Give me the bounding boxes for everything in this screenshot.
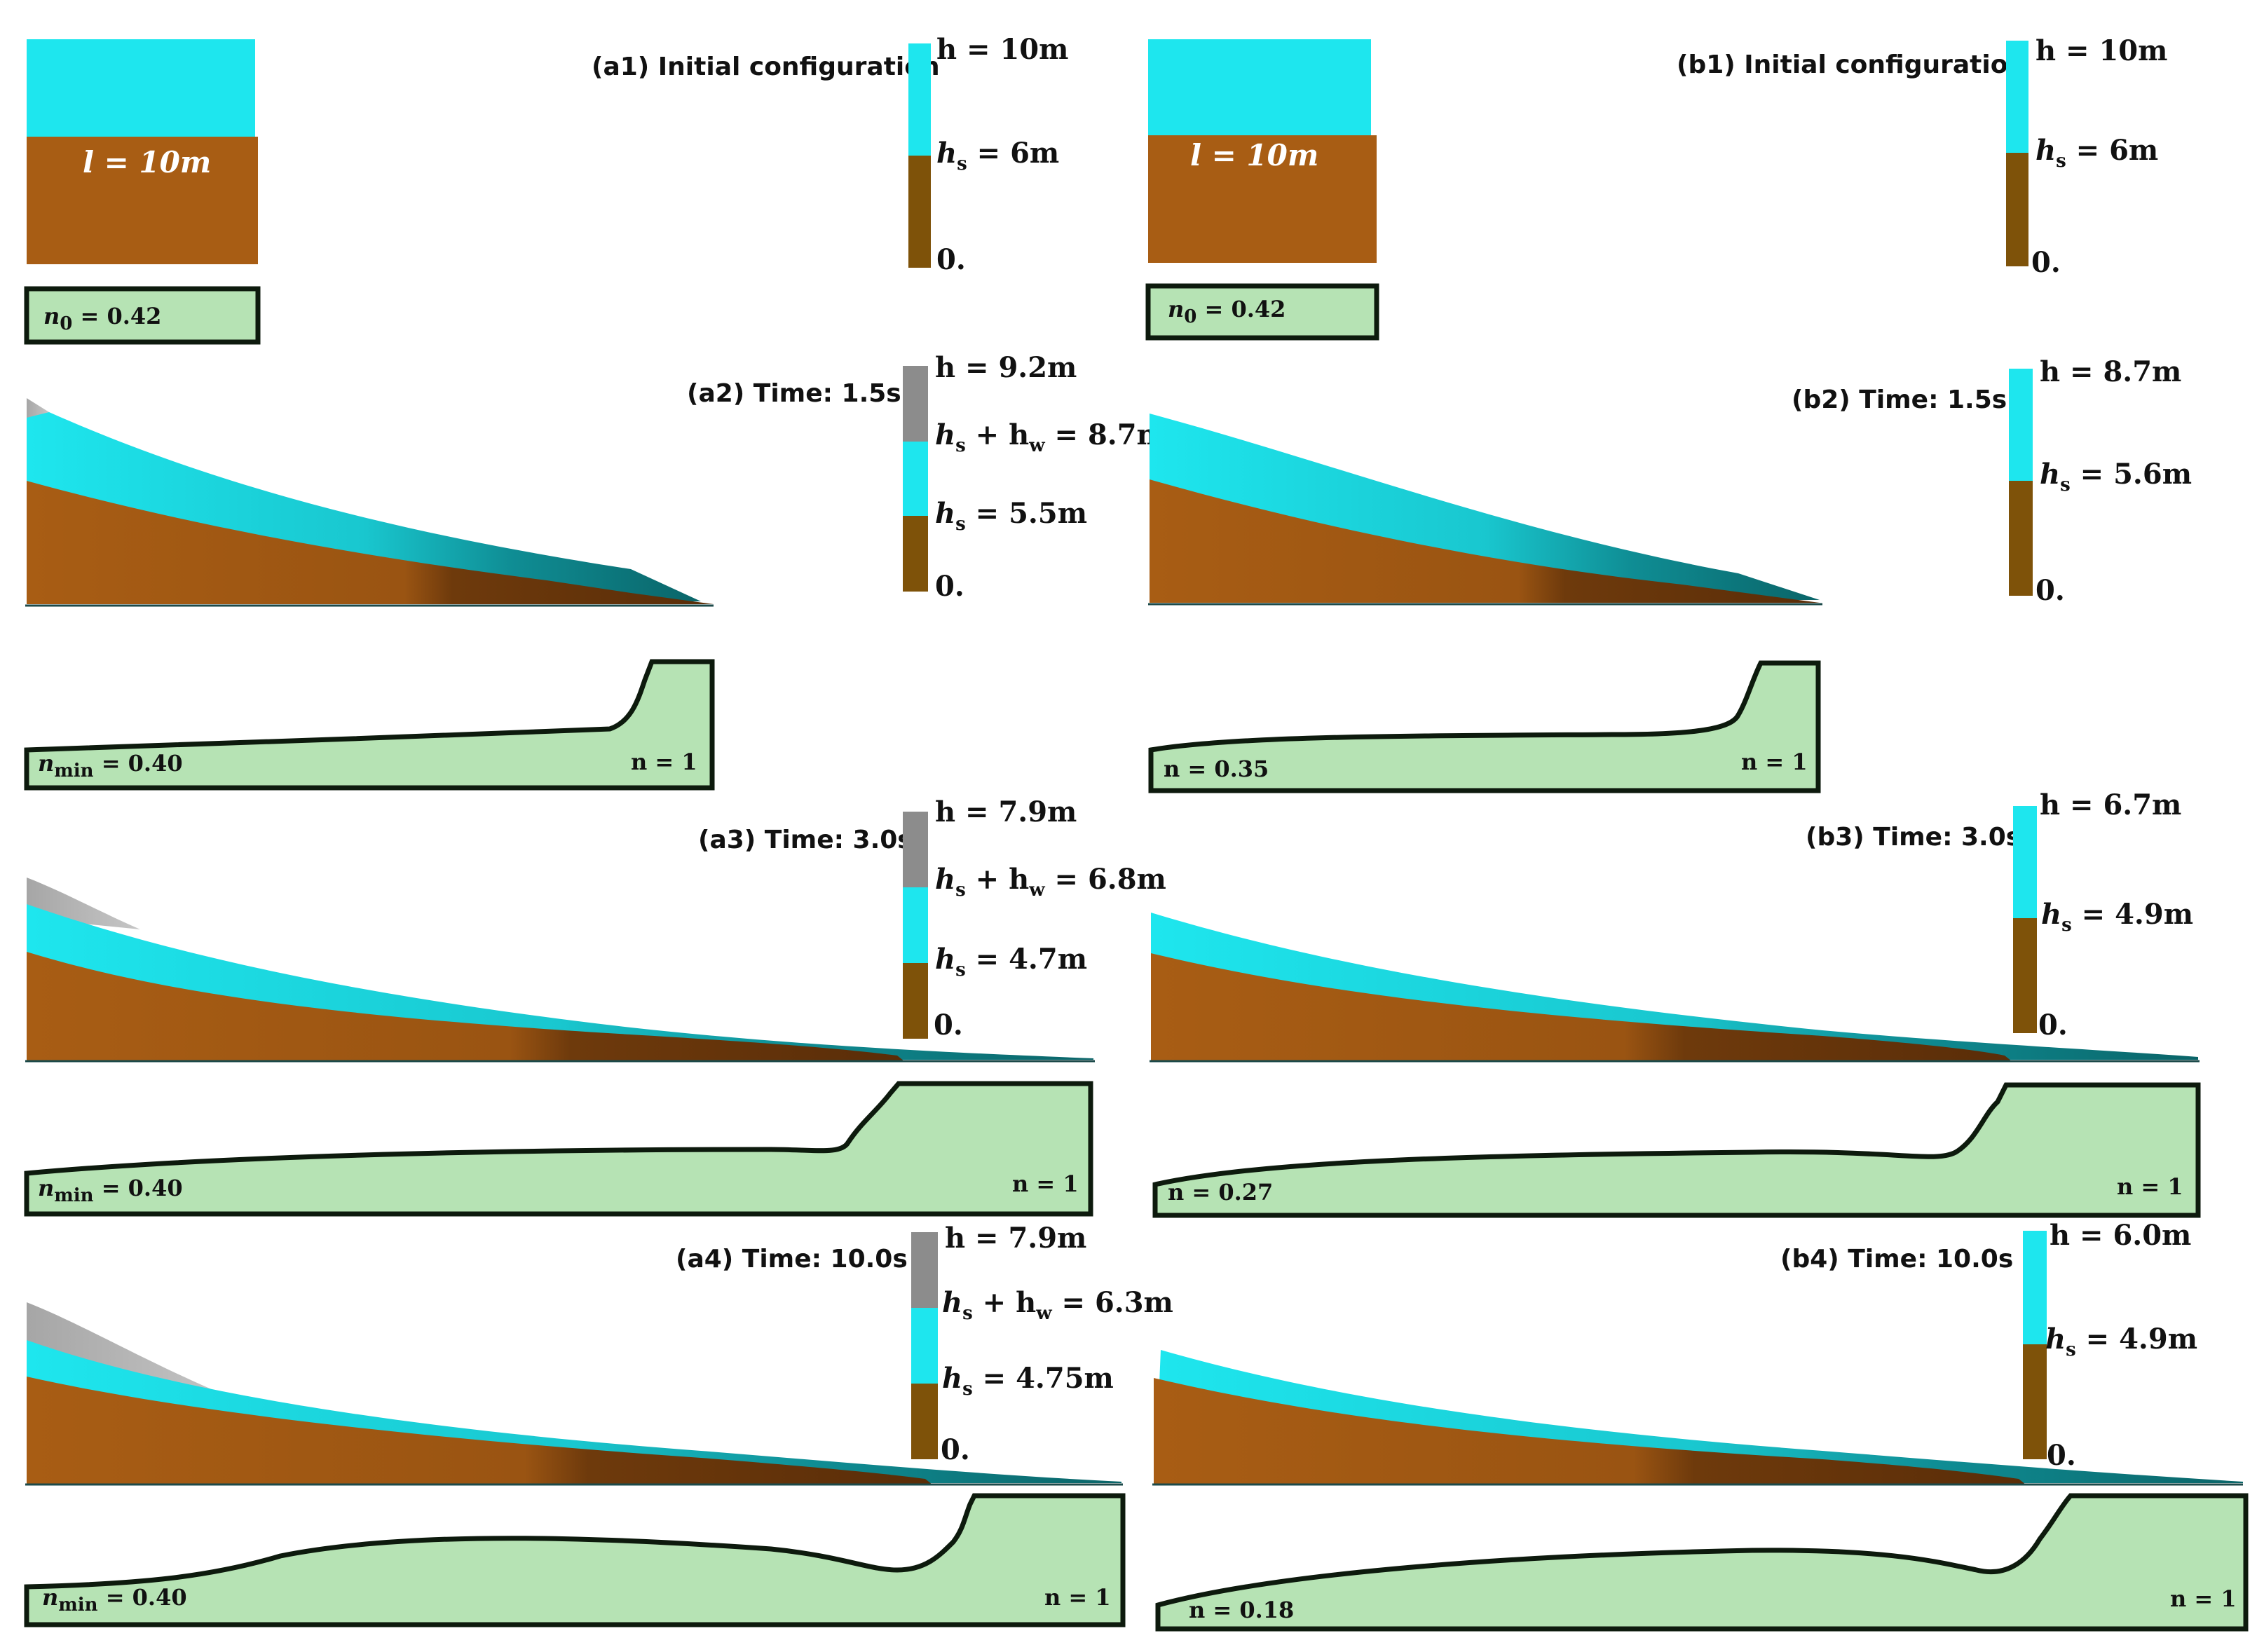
a3-porosity-profile	[24, 1081, 1093, 1217]
a4-gray-layer	[27, 1302, 238, 1400]
a2-porosity-profile	[24, 659, 715, 791]
b2-colorbar: h = 8.7m hs = 5.6m 0.	[2009, 355, 2192, 607]
svg-text:hs = 4.9m: hs = 4.9m	[2045, 1323, 2197, 1360]
svg-text:0.: 0.	[2047, 1439, 2076, 1472]
svg-text:h = 8.7m: h = 8.7m	[2040, 355, 2181, 388]
a3-porosity-right: n = 1	[1012, 1170, 1079, 1197]
a2-porosity-right: n = 1	[631, 749, 697, 775]
b4-porosity-profile	[1155, 1493, 2249, 1632]
svg-text:0.: 0.	[934, 1009, 963, 1042]
b3-soil-layer	[1151, 953, 2012, 1061]
panel-a3: (a3) Time: 3.0s h = 7.9m hs + hw = 6.8m …	[24, 796, 1166, 1217]
panel-b3: (b3) Time: 3.0s h = 6.7m hs = 4.9m 0. n …	[1150, 789, 2201, 1218]
svg-text:hs + hw = 8.7m: hs + hw = 8.7m	[935, 418, 1166, 456]
svg-text:h = 7.9m: h = 7.9m	[935, 796, 1077, 828]
panel-a2: (a2) Time: 1.5s h = 9.2m hs + hw = 8.7m …	[24, 351, 1166, 791]
svg-text:hs = 6m: hs = 6m	[936, 137, 1059, 175]
b4-colorbar: h = 6.0m hs = 4.9m 0.	[2023, 1219, 2197, 1472]
svg-text:hs + hw = 6.3m: hs + hw = 6.3m	[942, 1286, 1173, 1324]
b2-porosity-profile	[1148, 660, 1821, 793]
b3-porosity-profile	[1152, 1082, 2201, 1218]
b1-soil-block	[1148, 135, 1377, 263]
a4-porosity-profile	[24, 1493, 1126, 1627]
a4-porosity-right: n = 1	[1044, 1584, 1111, 1611]
a4-colorbar: h = 7.9m hs + hw = 6.3m hs = 4.75m 0.	[911, 1222, 1173, 1466]
panel-a4: (a4) Time: 10.0s h = 7.9m hs + hw = 6.3m…	[24, 1222, 1173, 1627]
panel-a1: l = 10m n0 = 0.42 (a1) Initial configura…	[24, 33, 1068, 345]
b2-soil-layer	[1150, 479, 1820, 603]
a4-title: (a4) Time: 10.0s	[676, 1245, 908, 1274]
svg-text:hs + hw = 6.8m: hs + hw = 6.8m	[935, 863, 1166, 901]
a1-soil-block	[27, 137, 258, 264]
b1-water-block	[1148, 39, 1371, 136]
svg-text:h = 10m: h = 10m	[2035, 34, 2167, 67]
svg-text:hs = 4.9m: hs = 4.9m	[2041, 898, 2193, 936]
b1-porosity-label: n0 = 0.42	[1168, 296, 1286, 327]
b2-title: (b2) Time: 1.5s	[1792, 385, 2007, 414]
b2-porosity-left: n = 0.35	[1164, 756, 1269, 782]
svg-text:h = 9.2m: h = 9.2m	[935, 351, 1077, 384]
svg-text:h = 6.0m: h = 6.0m	[2050, 1219, 2191, 1252]
b4-porosity-right: n = 1	[2170, 1585, 2237, 1612]
a2-porosity-left: nmin = 0.40	[38, 750, 183, 781]
a4-soil-layer	[27, 1377, 932, 1484]
b1-porosity-box	[1145, 283, 1379, 341]
svg-text:hs = 6m: hs = 6m	[2035, 134, 2158, 172]
svg-text:hs = 5.6m: hs = 5.6m	[2040, 458, 2192, 496]
panel-b1: l = 10m n0 = 0.42 (b1) Initial configura…	[1145, 34, 2167, 341]
a2-soil-layer	[27, 481, 714, 604]
svg-text:0.: 0.	[936, 243, 966, 276]
svg-text:hs = 5.5m: hs = 5.5m	[935, 497, 1087, 535]
svg-text:0.: 0.	[2031, 246, 2061, 279]
b1-title: (b1) Initial configuration	[1677, 50, 2026, 79]
svg-text:h = 6.7m: h = 6.7m	[2040, 789, 2181, 821]
a3-colorbar: h = 7.9m hs + hw = 6.8m hs = 4.7m 0.	[903, 796, 1166, 1042]
b3-porosity-left: n = 0.27	[1168, 1179, 1273, 1206]
a3-porosity-left: nmin = 0.40	[38, 1175, 183, 1206]
b4-soil-layer	[1154, 1378, 2026, 1484]
svg-text:0.: 0.	[2035, 574, 2065, 607]
a1-title: (a1) Initial configuration	[592, 53, 940, 81]
b4-title: (b4) Time: 10.0s	[1780, 1245, 2013, 1274]
a3-soil-layer	[27, 952, 904, 1061]
b3-colorbar: h = 6.7m hs = 4.9m 0.	[2013, 789, 2193, 1042]
a1-colorbar: h = 10m hs = 6m 0.	[908, 33, 1068, 276]
svg-text:hs = 4.7m: hs = 4.7m	[935, 943, 1087, 981]
panel-b4: (b4) Time: 10.0s h = 6.0m hs = 4.9m 0. n…	[1152, 1219, 2249, 1632]
a4-porosity-left: nmin = 0.40	[42, 1584, 187, 1616]
svg-text:0.: 0.	[2038, 1009, 2068, 1042]
b3-title: (b3) Time: 3.0s	[1806, 823, 2021, 852]
b1-colorbar: h = 10m hs = 6m 0.	[2006, 34, 2167, 279]
a2-title: (a2) Time: 1.5s	[687, 379, 901, 408]
b3-porosity-right: n = 1	[2117, 1173, 2183, 1200]
b4-porosity-left: n = 0.18	[1189, 1597, 1294, 1623]
a1-porosity-label: n0 = 0.42	[43, 303, 161, 334]
a1-length-label: l = 10m	[83, 145, 211, 179]
panel-b2: (b2) Time: 1.5s h = 8.7m hs = 5.6m 0. n …	[1148, 355, 2192, 793]
b2-porosity-right: n = 1	[1741, 749, 1808, 775]
svg-text:h = 10m: h = 10m	[936, 33, 1068, 66]
a2-colorbar: h = 9.2m hs + hw = 8.7m hs = 5.5m 0.	[903, 351, 1166, 603]
a1-water-block	[27, 39, 255, 137]
svg-text:0.: 0.	[935, 570, 964, 603]
svg-text:h = 7.9m: h = 7.9m	[945, 1222, 1086, 1255]
a3-title: (a3) Time: 3.0s	[698, 826, 913, 854]
a1-porosity-box	[24, 286, 261, 345]
svg-text:0.: 0.	[941, 1433, 970, 1466]
b1-length-label: l = 10m	[1190, 138, 1318, 172]
svg-text:hs = 4.75m: hs = 4.75m	[942, 1362, 1114, 1400]
